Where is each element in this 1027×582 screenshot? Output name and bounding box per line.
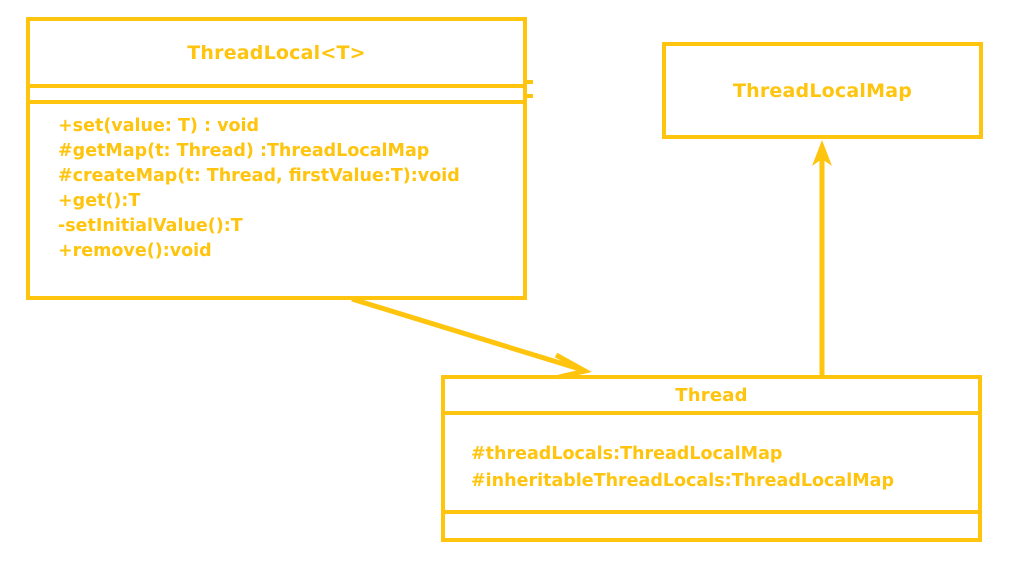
uml-attribute-threadlocals: #threadLocals:ThreadLocalMap xyxy=(471,444,783,464)
uml-class-thread-methods xyxy=(445,510,978,538)
uml-class-threadlocal-attributes xyxy=(30,84,523,100)
uml-class-threadlocal-title: ThreadLocal<T> xyxy=(187,41,366,64)
connector-threadlocal-to-thread xyxy=(351,296,592,380)
uml-method-createmap: #createMap(t: Thread, firstValue:T):void xyxy=(58,166,460,186)
uml-class-thread-title: Thread xyxy=(675,384,748,406)
uml-method-getmap: #getMap(t: Thread) :ThreadLocalMap xyxy=(58,141,430,161)
uml-class-threadlocal-methods: +set(value: T) : void #getMap(t: Thread)… xyxy=(30,100,523,270)
uml-attribute-inheritablethreadlocals: #inheritableThreadLocals:ThreadLocalMap xyxy=(471,471,894,491)
uml-class-threadlocalmap-title: ThreadLocalMap xyxy=(732,79,913,102)
uml-separator-overshoot-top xyxy=(523,80,533,84)
uml-method-set: +set(value: T) : void xyxy=(58,116,260,136)
connector-thread-to-threadlocalmap xyxy=(812,140,832,377)
uml-method-setinitialvalue: -setInitialValue():T xyxy=(58,216,243,236)
uml-method-get: +get():T xyxy=(58,191,141,211)
uml-separator-overshoot-bottom xyxy=(523,94,533,98)
uml-class-thread[interactable]: Thread #threadLocals:ThreadLocalMap #inh… xyxy=(441,375,982,542)
uml-class-threadlocal[interactable]: ThreadLocal<T> +set(value: T) : void #ge… xyxy=(26,17,527,300)
uml-class-thread-attributes: #threadLocals:ThreadLocalMap #inheritabl… xyxy=(445,411,978,510)
uml-class-threadlocalmap[interactable]: ThreadLocalMap xyxy=(662,42,983,139)
uml-method-remove: +remove():void xyxy=(58,241,212,261)
